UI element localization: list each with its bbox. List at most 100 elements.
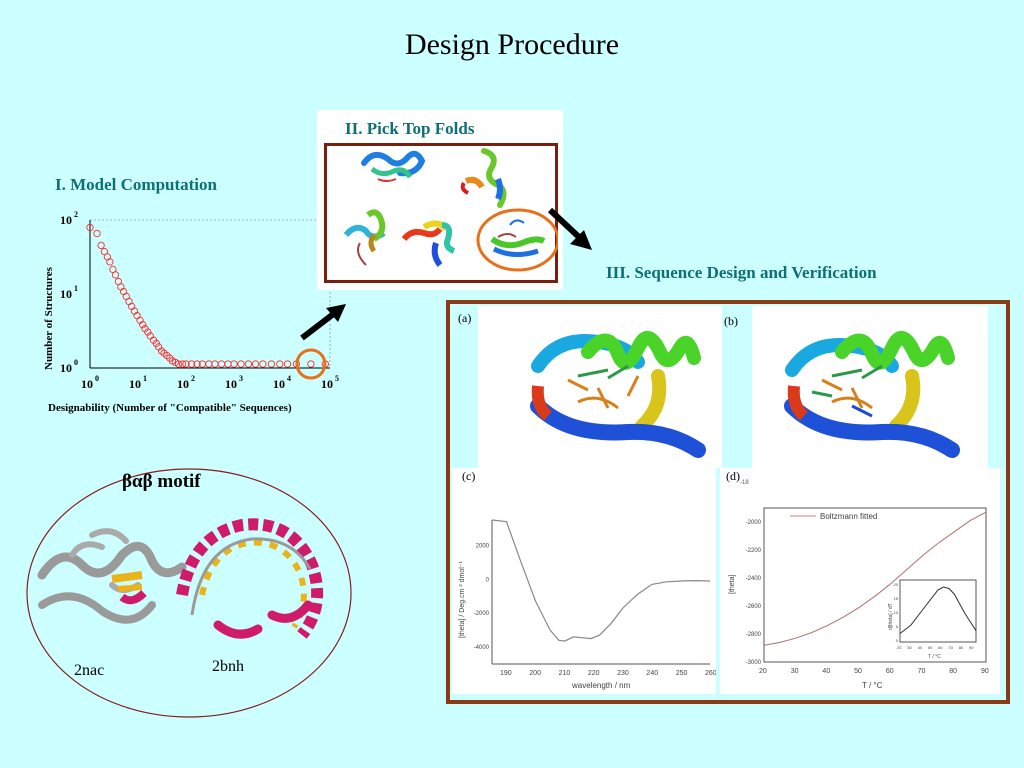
melt-x-tick-label: 90 bbox=[981, 668, 989, 675]
cd-x-tick-label: 260 bbox=[705, 670, 716, 677]
scatter-x-tick-label: 10 bbox=[177, 377, 189, 391]
scatter-y-tick-label: 10 bbox=[60, 287, 72, 301]
cd-x-tick-label: 230 bbox=[617, 670, 629, 677]
melt-y-tick-label: -2800 bbox=[746, 632, 762, 638]
inset-y-tick-label: 10 bbox=[894, 610, 899, 615]
melt-y-tick-label: -2600 bbox=[746, 604, 762, 610]
scatter-x-tick-exponent: 2 bbox=[191, 374, 195, 383]
melt-x-tick-label: 60 bbox=[886, 668, 894, 675]
scatter-y-tick-exponent: 0 bbox=[74, 358, 78, 367]
cd-x-tick-label: 210 bbox=[559, 670, 571, 677]
designed-structure-b-image bbox=[752, 306, 988, 468]
scatter-x-tick-exponent: 5 bbox=[335, 374, 339, 383]
melt-xlabel: T / °C bbox=[862, 681, 883, 690]
melt-x-tick-label: 20 bbox=[759, 668, 767, 675]
panel-a-label: (a) bbox=[458, 311, 472, 325]
protein-2nac-image bbox=[37, 528, 187, 624]
scatter-point bbox=[307, 360, 315, 368]
scatter-point bbox=[97, 241, 105, 250]
protein-2bnh-label: 2bnh bbox=[212, 658, 244, 675]
scatter-y-tick-label: 10 bbox=[60, 213, 72, 227]
scatter-x-tick-exponent: 4 bbox=[287, 374, 291, 383]
inset-x-tick-label: 70 bbox=[948, 645, 953, 650]
scatter-point bbox=[139, 321, 147, 329]
scatter-point bbox=[224, 360, 232, 368]
inset-x-tick-label: 60 bbox=[938, 645, 943, 650]
cd-y-tick-label: -4000 bbox=[474, 645, 490, 651]
protein-fold-1-image bbox=[361, 150, 426, 182]
cd-x-tick-label: 250 bbox=[676, 670, 688, 677]
top-folds-structures bbox=[343, 148, 558, 272]
scatter-point bbox=[193, 360, 201, 368]
melt-y-tick-label: -2000 bbox=[746, 520, 762, 526]
scatter-point bbox=[267, 360, 276, 368]
scatter-point bbox=[259, 360, 267, 368]
melt-x-tick-label: 30 bbox=[791, 668, 799, 675]
motif-ellipse-outline bbox=[26, 468, 352, 718]
scatter-x-tick-label: 10 bbox=[273, 377, 285, 391]
scatter-point bbox=[144, 328, 152, 336]
scatter-ylabel: Number of Structures bbox=[43, 266, 55, 370]
cd-y-tick-label: -2000 bbox=[474, 611, 490, 617]
scatter-point bbox=[237, 360, 245, 368]
scatter-point bbox=[93, 229, 101, 238]
protein-2bnh-image bbox=[176, 518, 324, 639]
scatter-point bbox=[182, 360, 190, 368]
protein-2nac-label: 2nac bbox=[74, 662, 104, 679]
scatter-x-tick-exponent: 1 bbox=[143, 374, 147, 383]
scatter-point bbox=[244, 360, 253, 368]
scatter-point bbox=[106, 258, 114, 266]
scatter-x-tick-label: 10 bbox=[129, 377, 141, 391]
designed-structure-a-image bbox=[478, 306, 722, 468]
scatter-point bbox=[187, 360, 196, 368]
panel-d-label: (d) bbox=[726, 469, 740, 483]
scatter-xlabel: Designability (Number of "Compatible" Se… bbox=[48, 402, 292, 414]
motif-greek-label: βαβ bbox=[122, 471, 153, 492]
scatter-x-tick-label: 10 bbox=[225, 377, 237, 391]
cd-y-tick-label: 2000 bbox=[476, 543, 490, 549]
cd-xlabel: wavelength / nm bbox=[571, 681, 631, 690]
cd-x-tick-label: 240 bbox=[646, 670, 658, 677]
section-sequence-design-heading: III. Sequence Design and Verification bbox=[606, 263, 877, 282]
scatter-point bbox=[133, 312, 141, 320]
scatter-point bbox=[174, 360, 183, 368]
inset-ylabel: d[theta] / dT bbox=[888, 603, 894, 630]
inset-x-tick-label: 30 bbox=[907, 645, 912, 650]
melt-top-tick: -18 bbox=[740, 480, 749, 486]
scatter-y-tick-exponent: 2 bbox=[74, 210, 78, 219]
scatter-point bbox=[230, 360, 238, 368]
scatter-point bbox=[117, 283, 125, 291]
protein-fold-4-image bbox=[401, 220, 456, 267]
scatter-x-tick-exponent: 0 bbox=[95, 374, 99, 383]
panel-b-label: (b) bbox=[724, 314, 738, 328]
melt-x-tick-label: 40 bbox=[822, 668, 830, 675]
inset-y-tick-label: 20 bbox=[894, 582, 899, 587]
melt-y-tick-label: -3000 bbox=[746, 660, 762, 666]
arrow-to-sequence-design bbox=[547, 207, 592, 250]
inset-xlabel: T / °C bbox=[928, 654, 941, 660]
scatter-point bbox=[283, 360, 292, 368]
motif-text-label: motif bbox=[157, 471, 201, 492]
scatter-y-tick-exponent: 1 bbox=[74, 284, 78, 293]
scatter-point bbox=[276, 360, 284, 368]
cd-y-tick-label: 0 bbox=[486, 577, 490, 583]
protein-fold-5-image bbox=[476, 208, 558, 272]
scatter-point bbox=[205, 360, 213, 368]
inset-x-tick-label: 40 bbox=[918, 645, 923, 650]
inset-x-tick-label: 50 bbox=[928, 645, 933, 650]
scatter-x-tick-label: 10 bbox=[81, 377, 93, 391]
melt-inset-derivative-line bbox=[899, 586, 977, 634]
cd-ylabel: [theta] / Deg.cm ² dmol⁻¹ bbox=[459, 561, 466, 638]
cd-spectrum-line bbox=[491, 519, 711, 642]
scatter-point bbox=[217, 360, 226, 368]
scatter-point bbox=[125, 297, 133, 306]
melt-curve-line bbox=[763, 511, 987, 646]
panel-c-label: (c) bbox=[462, 469, 475, 483]
section-pick-top-folds-heading: II. Pick Top Folds bbox=[345, 119, 475, 138]
scatter-point bbox=[157, 347, 166, 355]
inset-y-tick-label: 0 bbox=[896, 638, 899, 643]
scatter-x-tick-label: 10 bbox=[321, 377, 333, 391]
